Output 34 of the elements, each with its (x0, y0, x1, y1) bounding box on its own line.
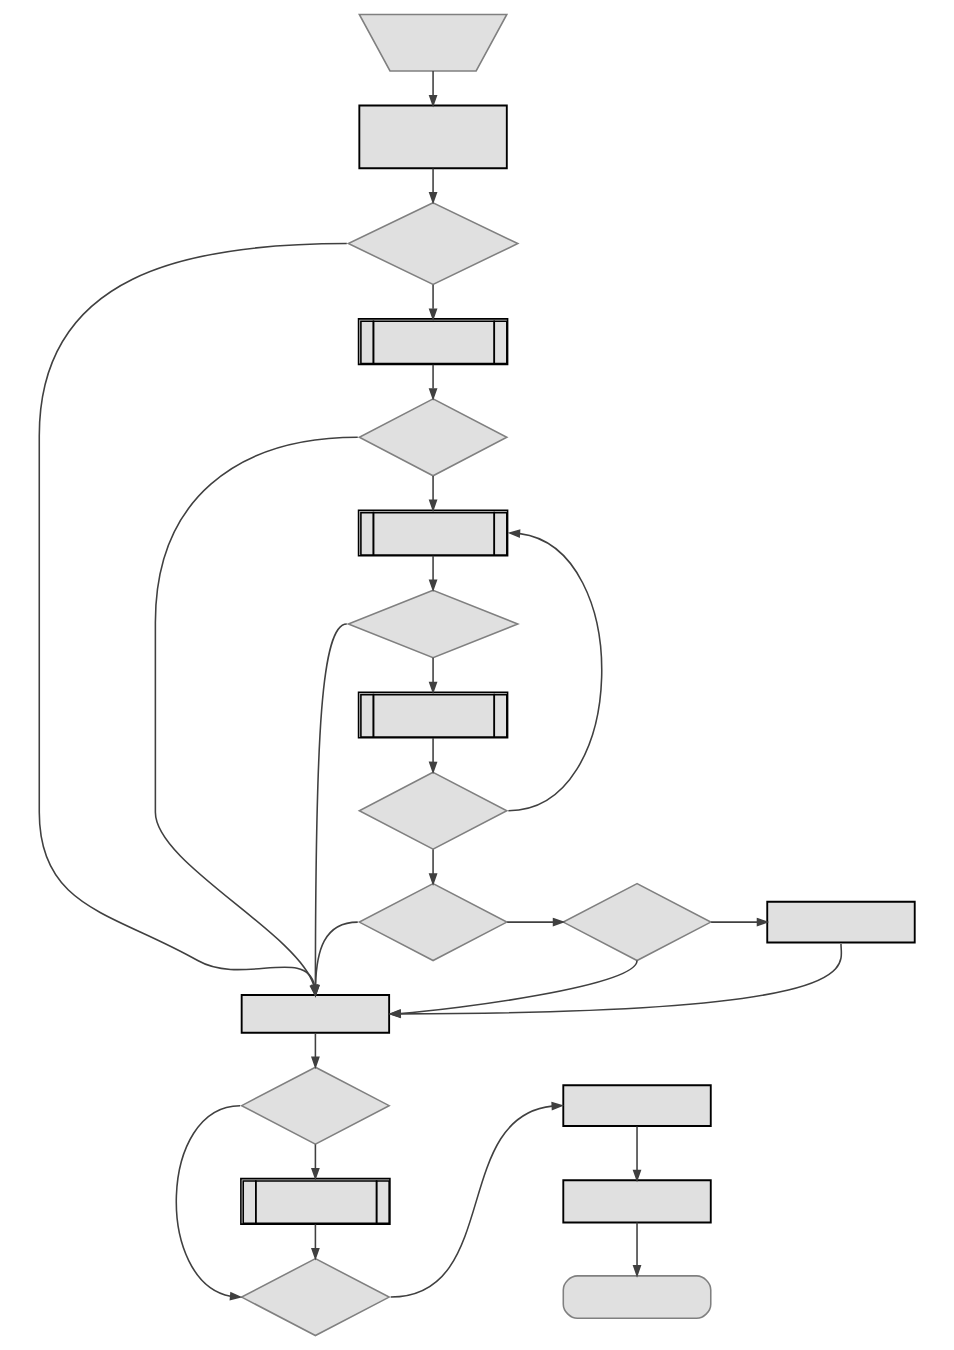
arrow (311, 1223, 320, 1261)
arrow (632, 1221, 642, 1278)
arrow (428, 284, 438, 321)
arrow (311, 1143, 320, 1181)
node-diamond (239, 1257, 391, 1337)
arrow (428, 555, 438, 593)
node-box (562, 1179, 712, 1224)
node-diamond (346, 201, 520, 286)
node-terminal (562, 1275, 712, 1320)
arrow (311, 1032, 320, 1070)
arrow (428, 70, 438, 108)
arrow (428, 167, 438, 205)
arrow (428, 657, 438, 695)
arrow (428, 737, 438, 775)
node-box (240, 994, 391, 1034)
node-box (562, 1084, 712, 1127)
arrow (389, 1101, 565, 1298)
arrow (506, 917, 566, 927)
arrow (507, 529, 603, 812)
arrow (428, 848, 438, 886)
node-box (766, 900, 916, 944)
arrow (710, 917, 770, 927)
node-box (358, 104, 508, 170)
arrow (632, 1125, 642, 1183)
node-diamond (346, 589, 520, 659)
node-diamond (239, 1066, 391, 1145)
arrow (175, 1104, 243, 1301)
node-diamond (357, 771, 509, 851)
arrow (428, 363, 438, 401)
node-trapezoid (358, 13, 509, 72)
node-diamond (357, 398, 509, 477)
arrow (428, 475, 438, 513)
node-diamond (561, 882, 713, 962)
node-diamond (357, 882, 509, 962)
